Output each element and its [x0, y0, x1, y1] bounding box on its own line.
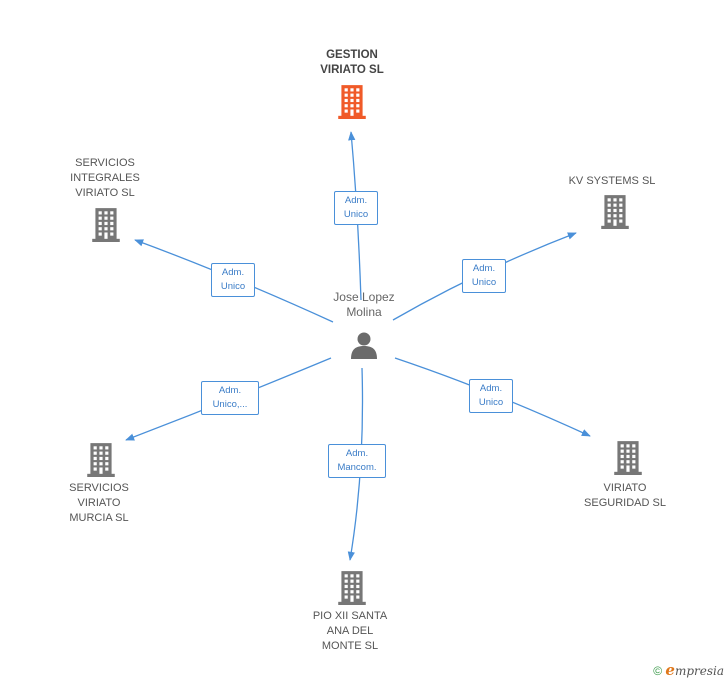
person-icon[interactable]: [350, 331, 378, 364]
footer-brand: © empresia: [653, 661, 724, 679]
company-label-gestion-viriato[interactable]: GESTION VIRIATO SL: [320, 49, 384, 76]
company-label-servicios-murcia[interactable]: SERVICIOS VIRIATO MURCIA SL: [69, 482, 129, 524]
relation-label-servicios-integrales[interactable]: Adm. Unico: [211, 263, 255, 297]
relation-label-servicios-murcia[interactable]: Adm. Unico,...: [201, 381, 259, 415]
building-icon[interactable]: [336, 569, 368, 610]
copyright-symbol: ©: [653, 664, 663, 678]
relation-label-pio-xii[interactable]: Adm. Mancom.: [328, 444, 386, 478]
building-icon[interactable]: [85, 441, 117, 482]
building-icon[interactable]: [599, 193, 631, 234]
building-icon[interactable]: [612, 439, 644, 480]
relation-label-kv-systems[interactable]: Adm. Unico: [462, 259, 506, 293]
building-icon[interactable]: [335, 83, 369, 124]
person-name-label: Jose Lopez Molina: [333, 290, 395, 319]
company-label-servicios-integrales[interactable]: SERVICIOS INTEGRALES VIRIATO SL: [70, 157, 140, 199]
company-label-pio-xii[interactable]: PIO XII SANTA ANA DEL MONTE SL: [312, 610, 388, 652]
company-label-viriato-seguridad[interactable]: VIRIATO SEGURIDAD SL: [584, 482, 666, 509]
relation-label-gestion-viriato[interactable]: Adm. Unico: [334, 191, 378, 225]
company-label-kv-systems[interactable]: KV SYSTEMS SL: [568, 175, 656, 187]
building-icon[interactable]: [90, 206, 122, 247]
relation-label-viriato-seguridad[interactable]: Adm. Unico: [469, 379, 513, 413]
empresia-logo: empresia: [665, 661, 724, 679]
